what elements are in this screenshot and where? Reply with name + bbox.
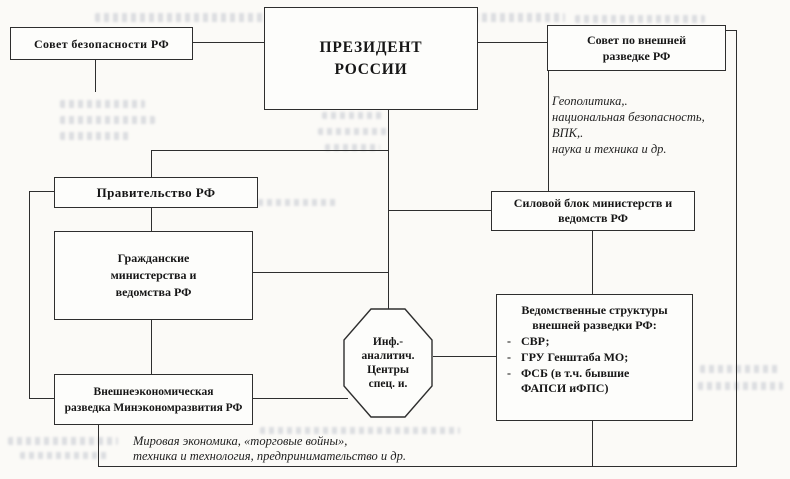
info-centers-line4: спец. и.: [368, 378, 408, 390]
foreign-intel-council-box: Совет по внешней разведке РФ: [547, 25, 726, 71]
octagon-shape-icon: [343, 308, 433, 418]
bleed-artifact: [260, 427, 460, 434]
bleed-artifact: [20, 452, 110, 459]
civil-ministries-line1: Гражданские: [117, 251, 190, 265]
connector-loop-bottom: [98, 466, 737, 467]
bleed-artifact: [60, 132, 130, 140]
connector-left-loop-v: [29, 191, 30, 399]
president-label-line1: ПРЕЗИДЕНТ: [319, 38, 423, 56]
connector-loop-right: [736, 30, 737, 467]
bullet-dash: -: [507, 350, 511, 364]
security-council-label: Совет безопасности РФ: [33, 36, 170, 51]
departmental-item: - СВР;: [497, 334, 692, 349]
connector-government-civil: [151, 206, 152, 231]
bleed-artifact: [8, 437, 118, 445]
foreign-intel-council-line1: Совет по внешней: [587, 33, 686, 47]
bleed-artifact: [325, 144, 380, 151]
security-council-box: Совет безопасности РФ: [10, 27, 193, 60]
connector-centers-departmental: [433, 356, 496, 357]
info-centers-line1: Инф.-: [372, 336, 404, 348]
connector-civil-centers: [251, 272, 389, 273]
geopolitics-note-line3: ВПК,.: [552, 126, 584, 140]
civil-ministries-line3: ведомства РФ: [115, 285, 192, 299]
power-block-box: Силовой блок министерств и ведомств РФ: [491, 191, 695, 231]
connector-president-centers: [388, 108, 389, 309]
geopolitics-note-line1: Геополитика,.: [552, 94, 628, 108]
connector-loop-top: [724, 30, 737, 31]
geopolitics-note-line4: наука и техника и др.: [552, 142, 667, 156]
departmental-item-fsb: ФСБ (в т.ч. бывшие ФАПСИ иФПС): [521, 366, 630, 395]
connector-council-power: [548, 69, 549, 191]
connector-civil-econ: [151, 318, 152, 374]
departmental-item-svr: СВР;: [521, 334, 550, 348]
geopolitics-note: Геополитика,. национальная безопасность,…: [552, 93, 747, 157]
connector-president-government-v: [151, 150, 152, 177]
connector-president-government-h: [151, 150, 389, 151]
foreign-econ-intel-line1: Внешнеэкономическая: [93, 385, 214, 398]
bullet-dash: -: [507, 366, 511, 380]
departmental-title-line1: Ведомственные структуры: [521, 303, 668, 317]
connector-left-loop-top: [29, 191, 54, 192]
bleed-artifact: [698, 382, 783, 390]
connector-security-president: [191, 42, 264, 43]
civil-ministries-box: Гражданские министерства и ведомства РФ: [54, 231, 253, 320]
connector-econ-centers: [251, 398, 348, 399]
bleed-artifact: [700, 365, 780, 373]
bleed-artifact: [575, 15, 705, 23]
departmental-title-line2: внешней разведки РФ:: [532, 318, 657, 332]
power-block-line1: Силовой блок министерств и: [513, 196, 673, 210]
departmental-item: - ГРУ Генштаба МО;: [497, 350, 692, 365]
departmental-structures-box: Ведомственные структуры внешней разведки…: [496, 294, 693, 421]
connector-left-loop-bottom: [29, 398, 54, 399]
bullet-dash: -: [507, 334, 511, 348]
bleed-artifact: [322, 112, 382, 119]
connector-power-departmental: [592, 229, 593, 294]
bleed-artifact: [60, 100, 145, 108]
geopolitics-note-line2: национальная безопасность,: [552, 110, 705, 124]
connector-security-down: [95, 58, 96, 92]
bleed-artifact: [258, 199, 338, 206]
info-centers-label: Инф.- аналитич. Центры спец. и.: [343, 308, 433, 418]
world-economy-note: Мировая экономика, «торговые войны», тех…: [133, 434, 473, 464]
power-block-line2: ведомств РФ: [558, 211, 628, 225]
foreign-econ-intel-line2: разведка Минэкономразвития РФ: [64, 401, 243, 414]
foreign-intel-council-line2: разведке РФ: [602, 49, 671, 63]
connector-econ-loop: [98, 423, 99, 466]
government-label: Правительство РФ: [96, 184, 216, 200]
world-economy-note-line2: техника и технология, предпринимательств…: [133, 449, 407, 463]
world-economy-note-line1: Мировая экономика, «торговые войны»,: [133, 434, 348, 448]
info-centers-line3: Центры: [367, 364, 409, 376]
departmental-item: - ФСБ (в т.ч. бывшие ФАПСИ иФПС): [497, 366, 692, 396]
bleed-artifact: [60, 116, 155, 124]
connector-power-block-h: [388, 210, 492, 211]
foreign-econ-intel-box: Внешнеэкономическая разведка Минэкономра…: [54, 374, 253, 425]
bleed-artifact: [318, 128, 388, 135]
info-centers-line2: аналитич.: [361, 350, 415, 362]
president-label-line2: РОССИИ: [334, 60, 408, 78]
president-box: ПРЕЗИДЕНТ РОССИИ: [264, 7, 478, 110]
info-centers-octagon: Инф.- аналитич. Центры спец. и.: [343, 308, 433, 418]
connector-departmental-loop: [592, 421, 593, 466]
civil-ministries-line2: министерства и: [110, 268, 197, 282]
government-box: Правительство РФ: [54, 177, 258, 208]
connector-president-council: [476, 42, 547, 43]
departmental-item-gru: ГРУ Генштаба МО;: [521, 350, 629, 364]
